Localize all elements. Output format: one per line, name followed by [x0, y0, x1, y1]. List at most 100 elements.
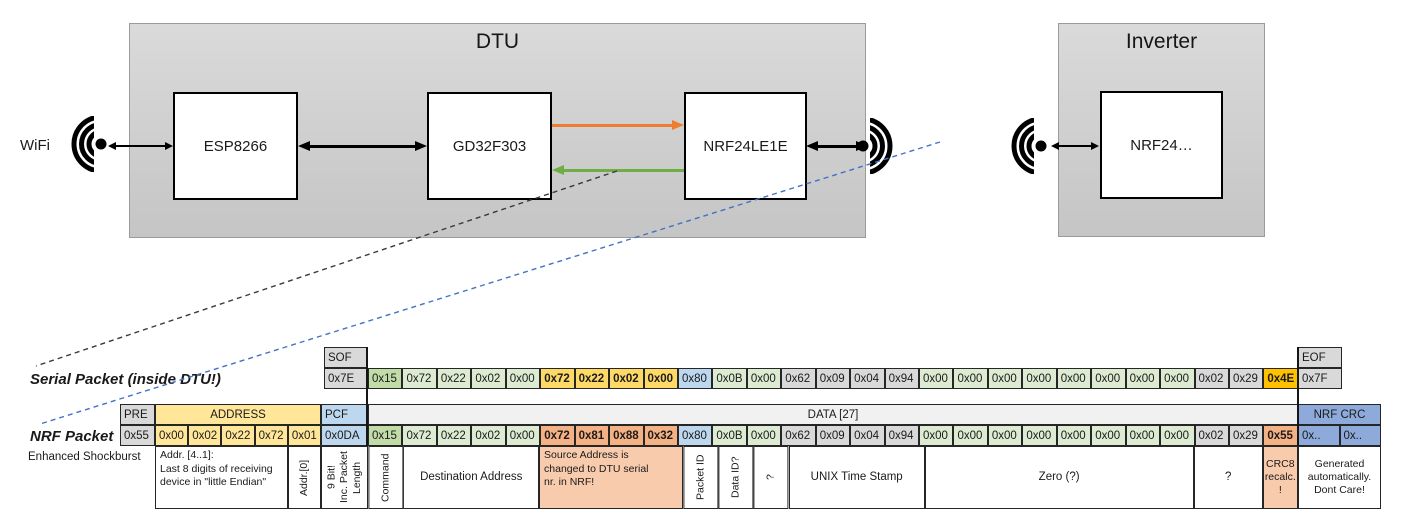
- serial-byte: 0x80: [677, 368, 713, 389]
- nrf-byte: 0x00: [987, 425, 1023, 446]
- nrf-byte: 0x81: [574, 425, 610, 446]
- serial-byte: 0x72: [402, 368, 437, 389]
- chip-nrf24le1e-label: NRF24LE1E: [703, 137, 788, 155]
- nrf-byte: 0x94: [884, 425, 919, 446]
- serial-byte: 0x00: [1091, 368, 1126, 389]
- serial-packet-label: Serial Packet (inside DTU!): [30, 371, 221, 388]
- nrf-crc-byte: 0x..: [1298, 425, 1340, 446]
- chip-gd32f303: GD32F303: [427, 92, 552, 200]
- dtu-title: DTU: [475, 30, 520, 53]
- nrf-byte: 0x09: [815, 425, 851, 446]
- enhanced-shockburst-label: Enhanced Shockburst: [28, 451, 141, 463]
- nrf-byte: 0x80: [677, 425, 713, 446]
- nrf-byte: 0x0B: [712, 425, 747, 446]
- chip-nrf24-inverter: NRF24…: [1100, 91, 1223, 199]
- nrf-crc-row: 0x.. 0x..: [1298, 425, 1381, 446]
- serial-byte: 0x00: [505, 368, 541, 389]
- blue-dashed-line: [39, 141, 941, 425]
- serial-byte: 0x02: [609, 368, 644, 389]
- serial-byte: 0x04: [850, 368, 885, 389]
- nrf-byte: 0x29: [1228, 425, 1264, 446]
- nrf-byte: 0x00: [1091, 425, 1126, 446]
- serial-byte-row: 0x15 0x72 0x22 0x02 0x00 0x72 0x22 0x02 …: [368, 368, 1298, 389]
- serial-byte: 0x09: [815, 368, 851, 389]
- table-connector-left: [366, 347, 368, 446]
- serial-byte: 0x15: [368, 368, 403, 389]
- nrf-byte: 0x55: [1263, 425, 1298, 446]
- serial-byte: 0x22: [574, 368, 610, 389]
- pre-header: PRE: [120, 404, 155, 425]
- note-row: Command Destination Address Source Addre…: [368, 446, 1298, 509]
- eof-header: EOF: [1298, 347, 1342, 368]
- nrf-byte: 0x00: [1022, 425, 1057, 446]
- nrf-byte: 0x72: [402, 425, 437, 446]
- nrf-crc-byte: 0x..: [1339, 425, 1381, 446]
- serial-byte: 0x00: [919, 368, 954, 389]
- note-generated: Generated automatically. Dont Care!: [1298, 446, 1381, 509]
- serial-byte: 0x0B: [712, 368, 747, 389]
- data-header: DATA [27]: [368, 404, 1298, 425]
- sof-byte: 0x7E: [324, 368, 368, 389]
- nrf-byte: 0x00: [746, 425, 782, 446]
- address-byte: 0x01: [287, 425, 322, 446]
- serial-byte: 0x62: [781, 368, 816, 389]
- serial-byte: 0x29: [1228, 368, 1264, 389]
- serial-byte: 0x00: [746, 368, 782, 389]
- serial-byte: 0x00: [1022, 368, 1057, 389]
- serial-byte: 0x4E: [1263, 368, 1298, 389]
- serial-byte: 0x00: [1125, 368, 1161, 389]
- chip-nrf24-inverter-label: NRF24…: [1130, 136, 1193, 154]
- pre-byte: 0x55: [120, 425, 155, 446]
- serial-byte: 0x00: [1160, 368, 1195, 389]
- nrf-byte: 0x00: [505, 425, 541, 446]
- nrf-byte: 0x04: [850, 425, 885, 446]
- nrf-byte: 0x22: [436, 425, 472, 446]
- nrf-byte: 0x62: [781, 425, 816, 446]
- nrf-byte: 0x02: [1194, 425, 1229, 446]
- note-destination-address: Destination Address: [403, 446, 540, 509]
- pcf-byte: 0x0DA: [321, 425, 368, 446]
- nrf-byte: 0x32: [643, 425, 678, 446]
- inverter-title: Inverter: [1125, 30, 1198, 53]
- nrf-byte: 0x00: [1056, 425, 1092, 446]
- black-dashed-line: [35, 170, 618, 367]
- eof-byte: 0x7F: [1298, 368, 1342, 389]
- nrf-packet-label: NRF Packet: [30, 428, 114, 445]
- nrf-byte: 0x15: [368, 425, 403, 446]
- serial-byte: 0x00: [987, 368, 1023, 389]
- serial-byte: 0x02: [471, 368, 506, 389]
- note-zero: Zero (?): [924, 446, 1194, 509]
- address-byte: 0x00: [155, 425, 189, 446]
- wifi-label: WiFi: [20, 137, 50, 154]
- chip-gd32f303-label: GD32F303: [452, 137, 527, 155]
- note-question-2: ?: [1193, 446, 1263, 509]
- nrf-byte: 0x00: [919, 425, 954, 446]
- serial-byte: 0x94: [884, 368, 919, 389]
- serial-byte: 0x22: [436, 368, 472, 389]
- address-byte: 0x02: [188, 425, 222, 446]
- serial-byte: 0x02: [1194, 368, 1229, 389]
- serial-byte: 0x00: [953, 368, 988, 389]
- note-unix-timestamp: UNIX Time Stamp: [788, 446, 925, 509]
- nrf-byte: 0x00: [1125, 425, 1161, 446]
- address-header: ADDRESS: [155, 404, 321, 425]
- serial-byte: 0x00: [643, 368, 678, 389]
- note-source-address: Source Address is changed to DTU serial …: [539, 446, 683, 509]
- note-crc8: CRC8 recalc. !: [1262, 446, 1298, 509]
- nrf-byte: 0x02: [471, 425, 506, 446]
- wifi-icon-left: [71, 116, 107, 172]
- serial-byte: 0x00: [1056, 368, 1092, 389]
- wifi-icon-inverter: [1011, 118, 1047, 174]
- chip-esp8266: ESP8266: [173, 92, 298, 200]
- nrf-crc-header: NRF CRC: [1298, 404, 1381, 425]
- chip-esp8266-label: ESP8266: [203, 137, 268, 155]
- nrf-byte: 0x00: [1160, 425, 1195, 446]
- nrf-byte-row: 0x15 0x72 0x22 0x02 0x00 0x72 0x81 0x88 …: [368, 425, 1298, 446]
- nrf-byte: 0x00: [953, 425, 988, 446]
- table-connector-right: [1297, 347, 1299, 446]
- nrf-byte: 0x72: [540, 425, 575, 446]
- serial-byte: 0x72: [540, 368, 575, 389]
- address-byte-row: 0x00 0x02 0x22 0x72 0x01: [155, 425, 322, 446]
